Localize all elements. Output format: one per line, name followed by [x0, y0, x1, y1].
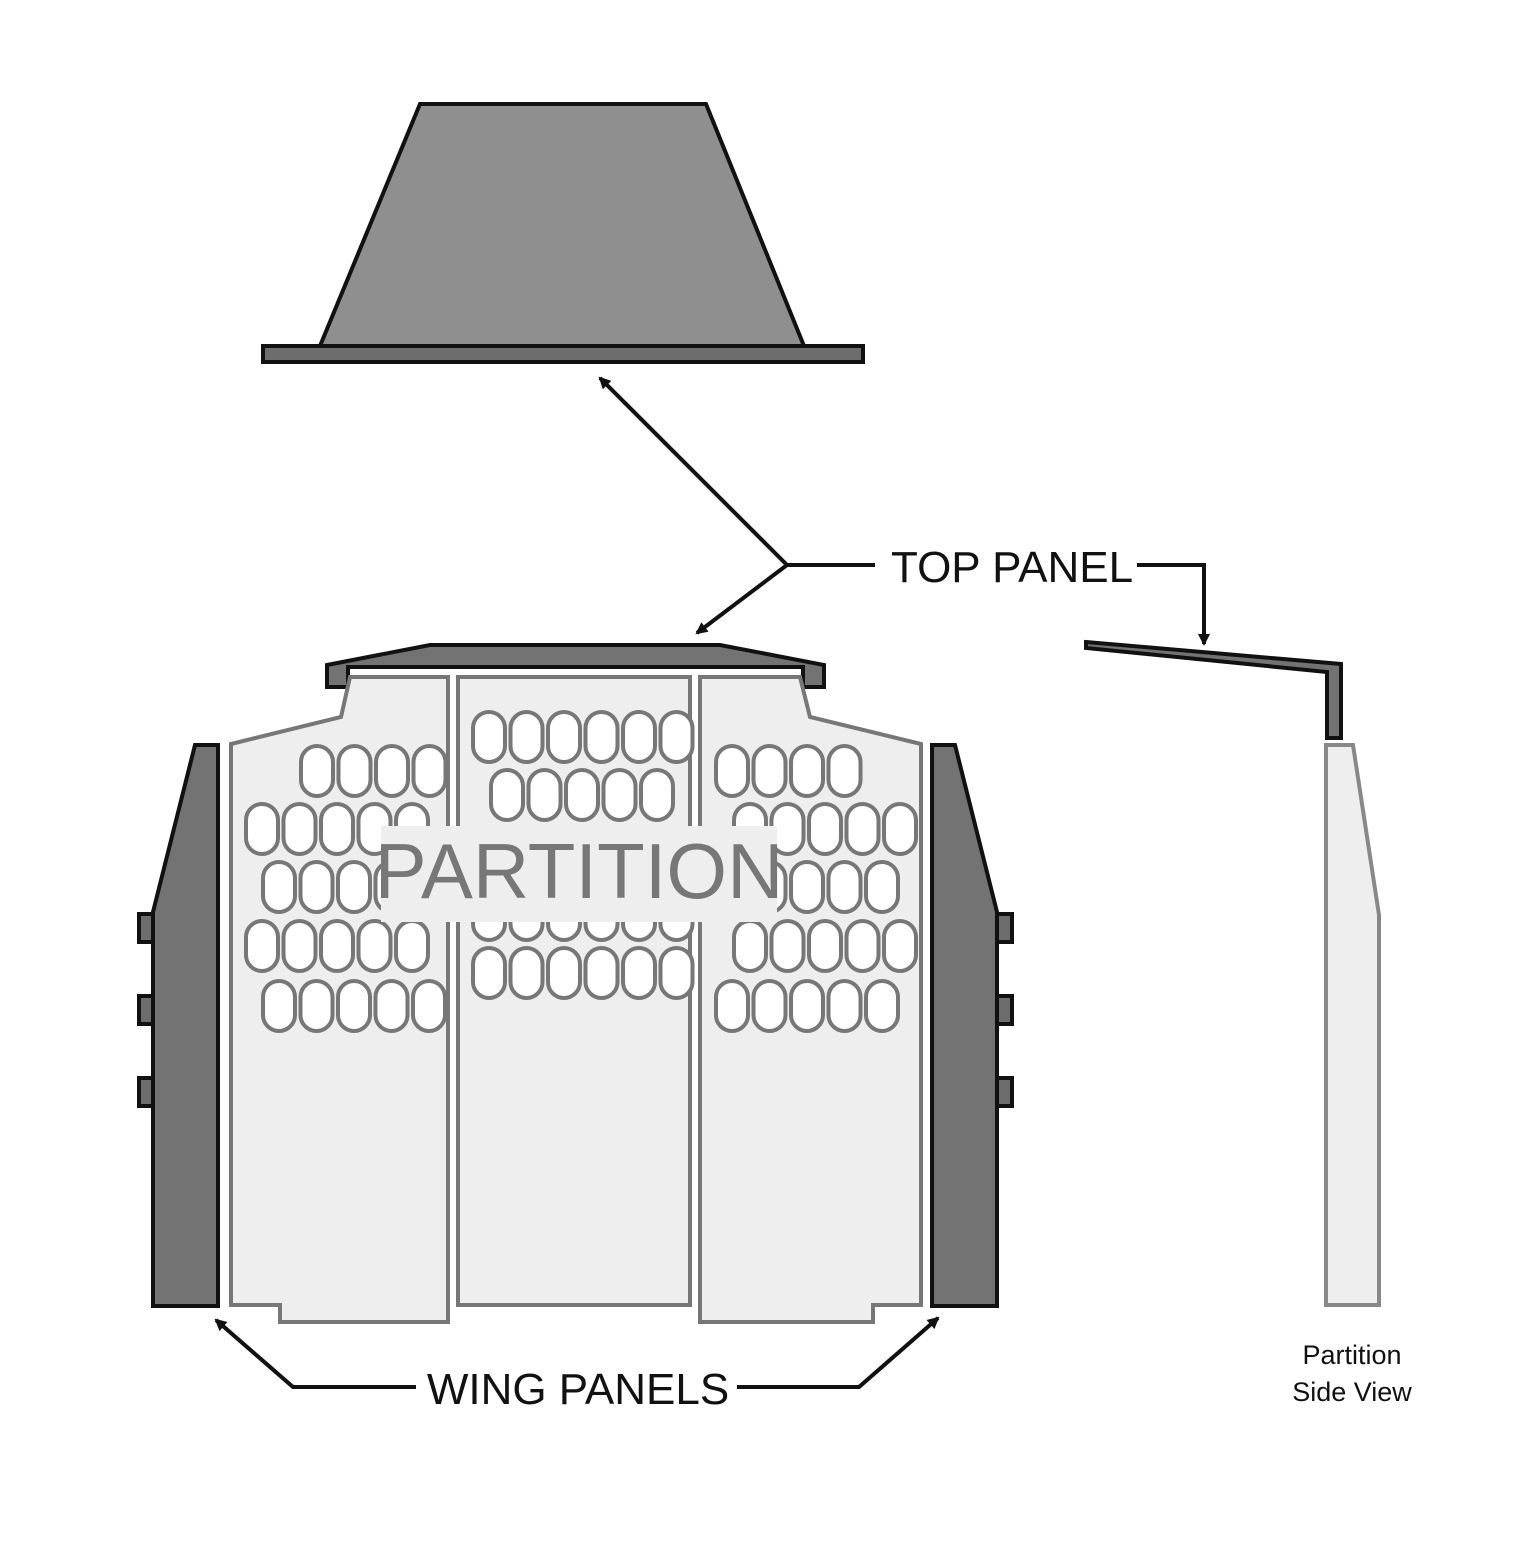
slot-hole-icon — [807, 919, 843, 973]
slot-hole-icon — [621, 710, 657, 764]
wing-panel-leaders — [214, 1316, 940, 1389]
arrow-icon — [598, 376, 789, 567]
slot-hole-icon — [844, 919, 881, 973]
slot-hole-icon — [751, 979, 788, 1033]
partition-side-view — [1084, 639, 1381, 1307]
slot-hole-icon — [826, 860, 863, 914]
top-panel-label: TOP PANEL — [891, 543, 1133, 592]
top-panel-leaders — [598, 376, 1210, 646]
slot-hole-icon — [336, 860, 372, 914]
slot-hole-icon — [807, 802, 843, 856]
slot-hole-icon — [583, 946, 620, 1000]
slot-hole-icon — [411, 744, 448, 798]
side-view-label-line2: Side View — [1292, 1377, 1412, 1407]
slot-hole-icon — [882, 802, 918, 856]
slot-hole-icon — [489, 768, 525, 822]
slot-hole-icon — [789, 860, 825, 914]
slot-hole-icon — [244, 919, 280, 973]
slot-hole-icon — [356, 919, 393, 973]
side-view-label-line1: Partition — [1302, 1340, 1401, 1370]
slot-hole-icon — [844, 802, 881, 856]
slot-hole-icon — [621, 946, 657, 1000]
slot-hole-icon — [374, 744, 410, 798]
slot-hole-icon — [882, 919, 918, 973]
top-panel-detached — [261, 102, 865, 364]
top-panel-trapezoid — [317, 102, 807, 348]
arrow-icon — [695, 563, 789, 635]
side-view-top-panel — [1084, 639, 1343, 740]
slot-hole-icon — [298, 979, 335, 1033]
slot-hole-icon — [508, 946, 545, 1000]
arrow-icon — [737, 1316, 940, 1389]
slot-hole-icon — [826, 744, 863, 798]
slot-hole-icon — [732, 919, 768, 973]
slot-hole-icon — [299, 744, 335, 798]
arrow-icon — [214, 1318, 416, 1389]
slot-hole-icon — [546, 946, 582, 1000]
slot-hole-icon — [864, 860, 900, 914]
slot-hole-icon — [658, 710, 695, 764]
slot-hole-icon — [714, 979, 750, 1033]
slot-hole-icon — [508, 710, 545, 764]
slot-hole-icon — [336, 744, 373, 798]
slot-hole-icon — [471, 946, 507, 1000]
slot-hole-icon — [658, 946, 695, 1000]
wing-panel-right — [930, 743, 1014, 1308]
slot-hole-icon — [714, 744, 750, 798]
side-view-partition — [1324, 743, 1381, 1307]
slot-hole-icon — [601, 768, 638, 822]
arrow-icon — [1137, 563, 1210, 646]
slot-hole-icon — [261, 979, 297, 1033]
slot-hole-icon — [336, 979, 372, 1033]
slot-hole-icon — [394, 919, 430, 973]
slot-hole-icon — [298, 860, 335, 914]
partition-label: PARTITION — [375, 827, 784, 915]
wing-panel-left — [137, 743, 220, 1308]
slot-hole-icon — [751, 744, 788, 798]
slot-hole-icon — [471, 710, 507, 764]
slot-hole-icon — [319, 802, 355, 856]
slot-hole-icon — [526, 768, 563, 822]
slot-hole-icon — [261, 860, 297, 914]
slot-hole-icon — [769, 919, 806, 973]
top-panel-rail — [261, 344, 865, 364]
slot-hole-icon — [546, 710, 582, 764]
slot-hole-icon — [281, 802, 318, 856]
slot-hole-icon — [319, 919, 355, 973]
slot-hole-icon — [826, 979, 863, 1033]
slot-hole-icon — [373, 979, 410, 1033]
slot-hole-icon — [244, 802, 280, 856]
slot-hole-icon — [281, 919, 318, 973]
slot-hole-icon — [789, 744, 825, 798]
slot-hole-icon — [789, 979, 825, 1033]
slot-hole-icon — [864, 979, 900, 1033]
partition-label-box — [381, 826, 777, 922]
slot-hole-icon — [639, 768, 675, 822]
slot-hole-icon — [583, 710, 620, 764]
wing-panels-label: WING PANELS — [427, 1365, 729, 1414]
slot-hole-icon — [564, 768, 600, 822]
slot-hole-icon — [411, 979, 447, 1033]
